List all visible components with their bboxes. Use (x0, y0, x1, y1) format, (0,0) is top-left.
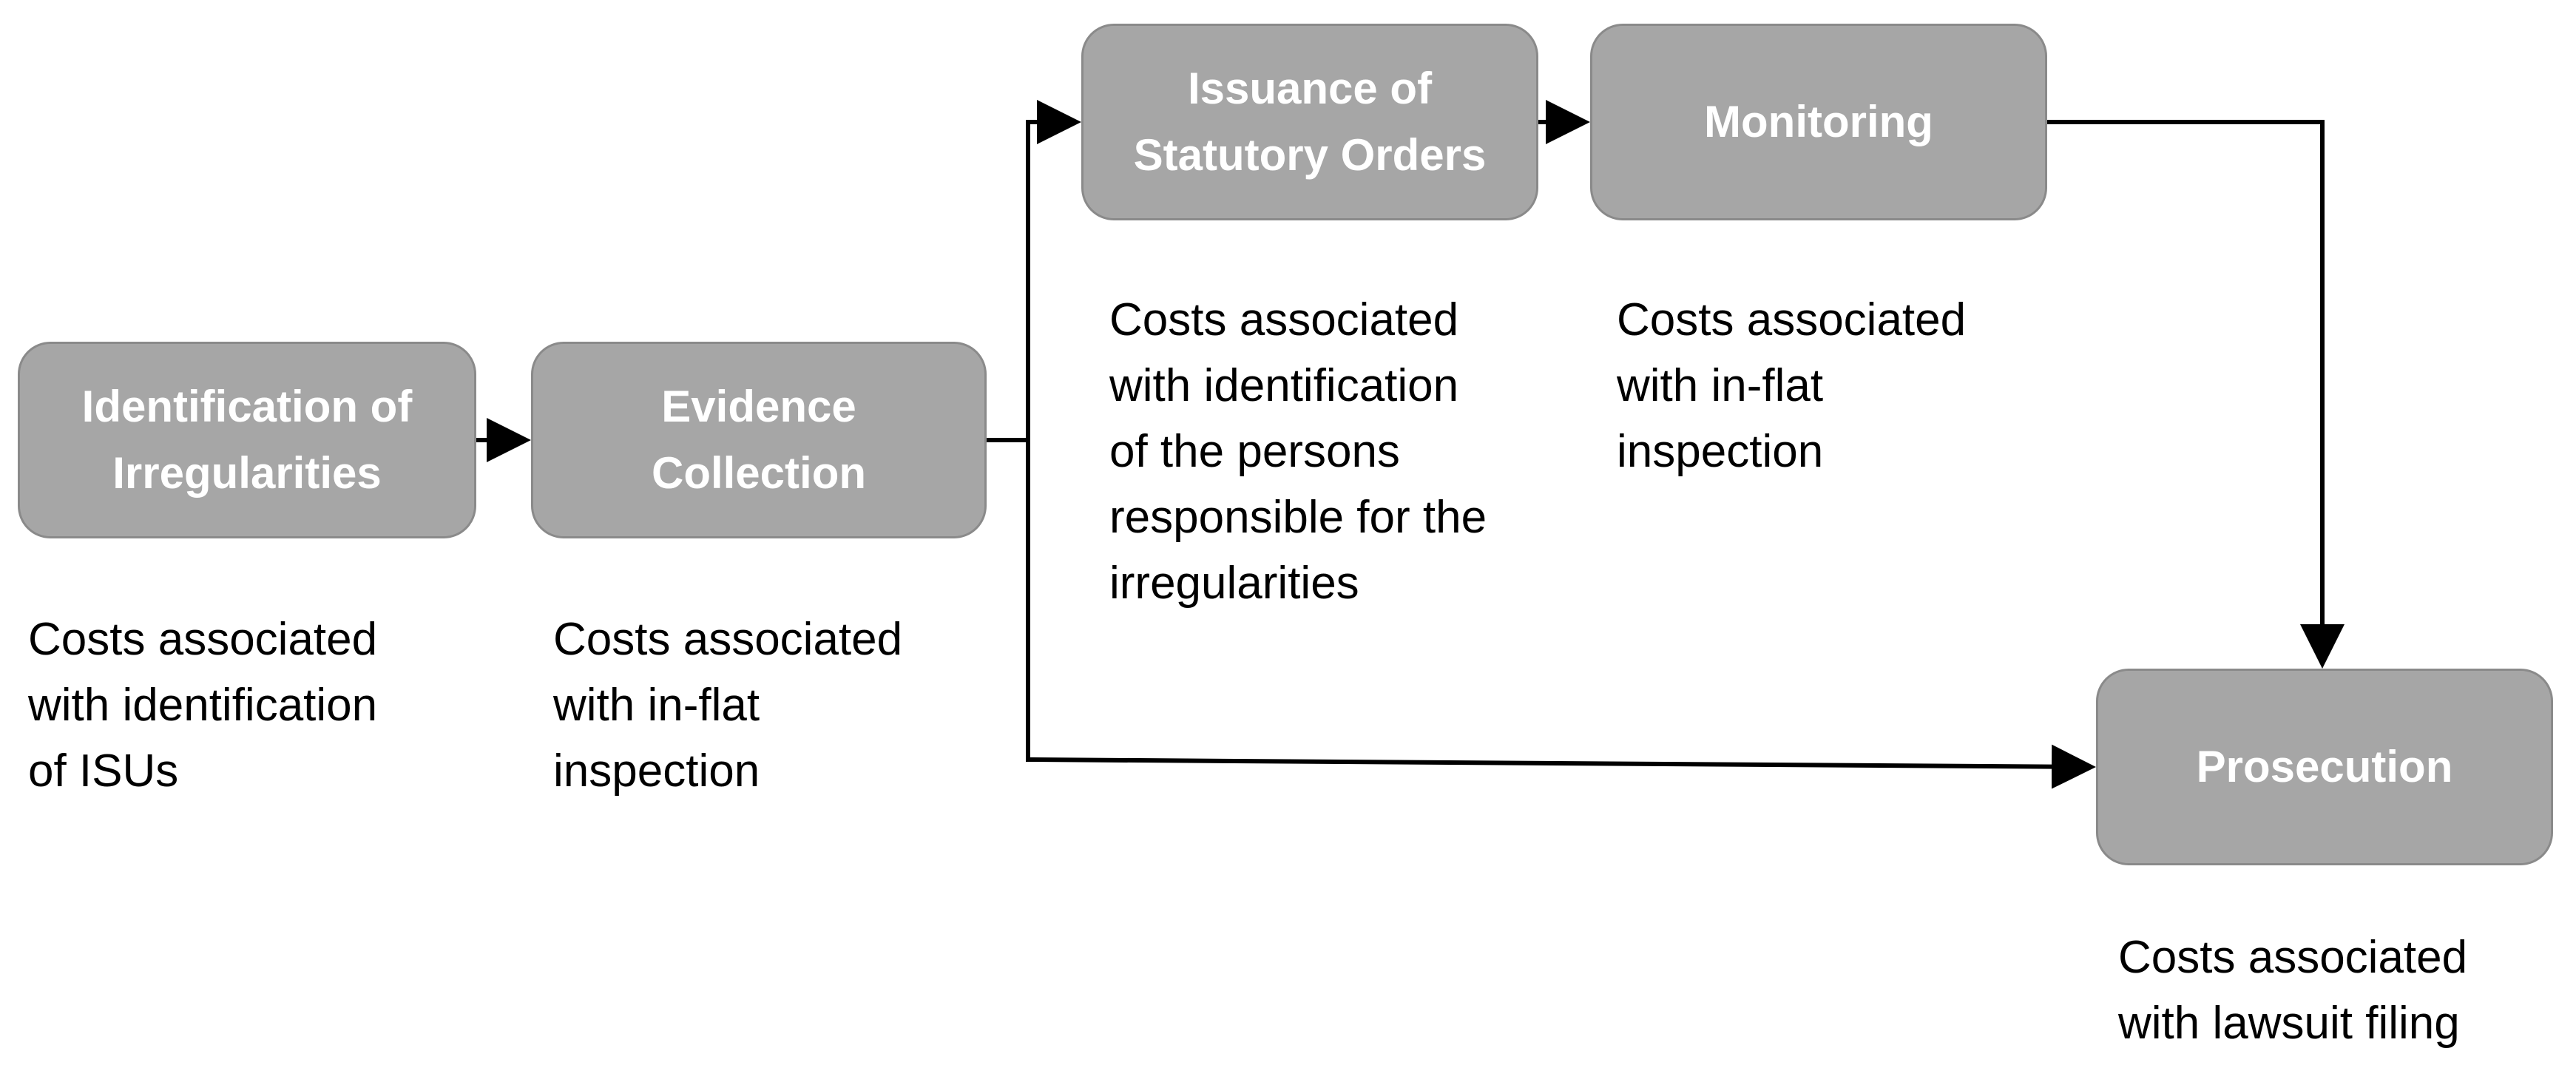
box-label-line: Identification of (81, 382, 413, 431)
caption-line: with identification (1109, 360, 1459, 411)
monitoring-cost-caption: Costs associated with in-flat inspection (1617, 287, 1966, 484)
box-label-line: Irregularities (112, 448, 382, 498)
caption-line: with in-flat (553, 680, 760, 731)
caption-line: Costs associated (1109, 294, 1459, 345)
issuance-cost-caption: Costs associated with identification of … (1109, 287, 1487, 616)
box-label-line: Evidence (661, 382, 856, 431)
box-label-line: Monitoring (1704, 97, 1933, 146)
evidence-collection-box: Evidence Collection (531, 342, 987, 538)
caption-line: responsible for the (1109, 492, 1487, 543)
issuance-of-statutory-orders-box: Issuance of Statutory Orders (1081, 24, 1538, 220)
prosecution-cost-caption: Costs associated with lawsuit filing (2118, 925, 2467, 1056)
caption-line: Costs associated (28, 614, 378, 665)
caption-line: inspection (1617, 426, 1824, 477)
caption-line: Costs associated (2118, 932, 2468, 983)
identification-cost-caption: Costs associated with identification of … (28, 606, 377, 804)
caption-line: irregularities (1109, 558, 1359, 609)
identification-of-irregularities-box: Identification of Irregularities (18, 342, 476, 538)
prosecution-box: Prosecution (2096, 669, 2553, 865)
caption-line: of the persons (1109, 426, 1400, 477)
arrow-evidence-to-prosecution (1026, 440, 2096, 789)
box-label-line: Statutory Orders (1133, 130, 1487, 180)
arrow-evidence-to-issuance (1026, 100, 1081, 440)
caption-line: with lawsuit filing (2118, 998, 2460, 1049)
caption-line: Costs associated (553, 614, 903, 665)
caption-line: inspection (553, 746, 760, 797)
box-label-line: Collection (651, 448, 866, 498)
box-label-line: Prosecution (2196, 742, 2453, 791)
caption-line: Costs associated (1617, 294, 1967, 345)
caption-line: with in-flat (1617, 360, 1824, 411)
caption-line: of ISUs (28, 746, 179, 797)
monitoring-box: Monitoring (1590, 24, 2047, 220)
arrow-monitoring-to-prosecution (2047, 120, 2345, 669)
box-label-line: Issuance of (1187, 64, 1433, 113)
caption-line: with identification (28, 680, 378, 731)
evidence-cost-caption: Costs associated with in-flat inspection (553, 606, 902, 804)
